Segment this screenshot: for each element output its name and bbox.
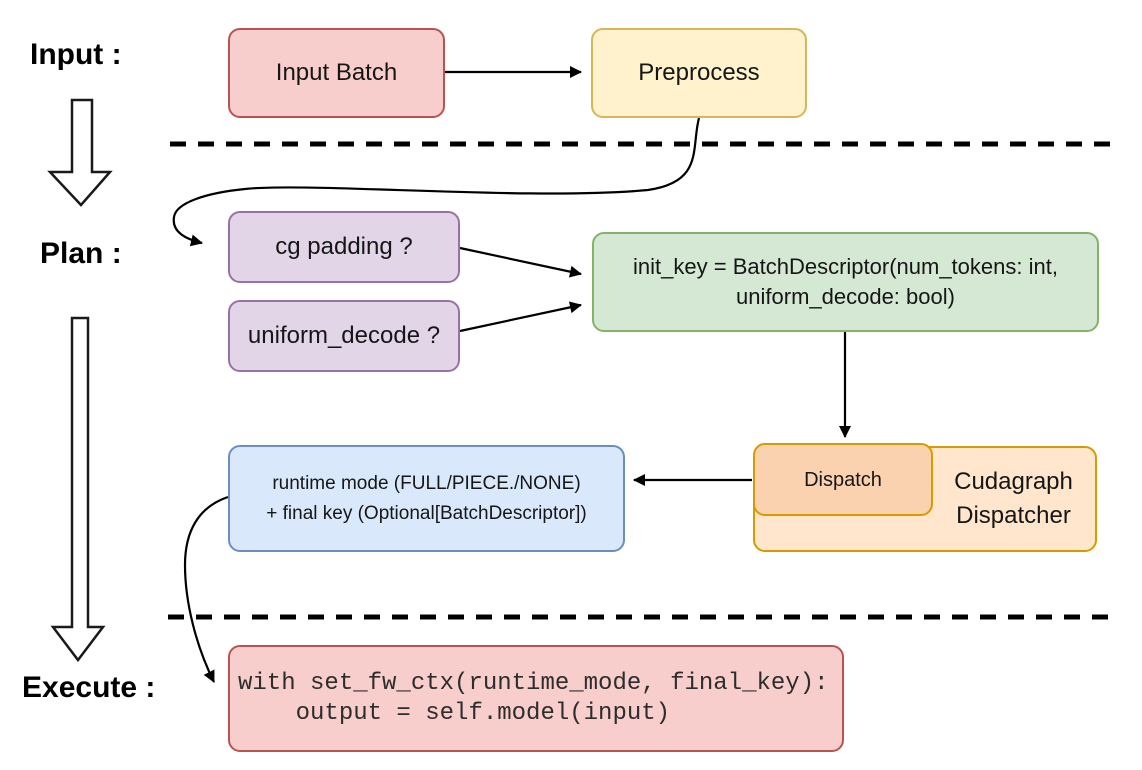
stage-label-plan: Plan :: [40, 237, 122, 270]
node-runtime-mode-line-1: runtime mode (FULL/PIECE./NONE): [272, 472, 581, 494]
node-init-key-line-2: uniform_decode: bool): [736, 284, 955, 309]
node-execute-code-line-1: with set_fw_ctx(runtime_mode, final_key)…: [238, 669, 829, 697]
node-cudagraph-dispatcher-label: Cudagraph Dispatcher: [954, 468, 1073, 529]
node-runtime-mode-line-2: + final key (Optional[BatchDescriptor]): [266, 502, 587, 524]
node-dispatch: Dispatch: [753, 443, 933, 516]
hollow-arrow-plan-to-execute: [50, 316, 106, 663]
arrow-runtime-mode-to-execute-code: [183, 495, 229, 683]
node-uniform-decode: uniform_decode ?: [228, 300, 460, 372]
node-execute-code: with set_fw_ctx(runtime_mode, final_key)…: [228, 645, 844, 752]
node-cg-padding-label: cg padding ?: [275, 233, 413, 261]
node-preprocess-label: Preprocess: [638, 59, 760, 87]
node-input-batch: Input Batch: [228, 28, 445, 118]
arrow-uniform-decode-to-init-key: [459, 301, 582, 333]
node-dispatch-label: Dispatch: [804, 468, 882, 491]
arrow-preprocess-to-cg-padding: [172, 117, 701, 247]
stage-label-input: Input :: [30, 38, 122, 71]
arrow-cg-padding-to-init-key: [459, 246, 582, 278]
node-execute-code-line-2: output = self.model(input): [238, 699, 671, 727]
stage-label-execute: Execute :: [22, 671, 156, 704]
node-init-key: init_key = BatchDescriptor(num_tokens: i…: [592, 232, 1099, 332]
node-init-key-line-1: init_key = BatchDescriptor(num_tokens: i…: [633, 254, 1058, 279]
node-input-batch-label: Input Batch: [275, 59, 398, 87]
hollow-arrow-input-to-plan: [47, 98, 113, 207]
node-cg-padding: cg padding ?: [228, 211, 460, 283]
node-runtime-mode: runtime mode (FULL/PIECE./NONE) + final …: [228, 445, 625, 552]
node-uniform-decode-label: uniform_decode ?: [247, 322, 441, 350]
node-preprocess: Preprocess: [591, 28, 807, 118]
